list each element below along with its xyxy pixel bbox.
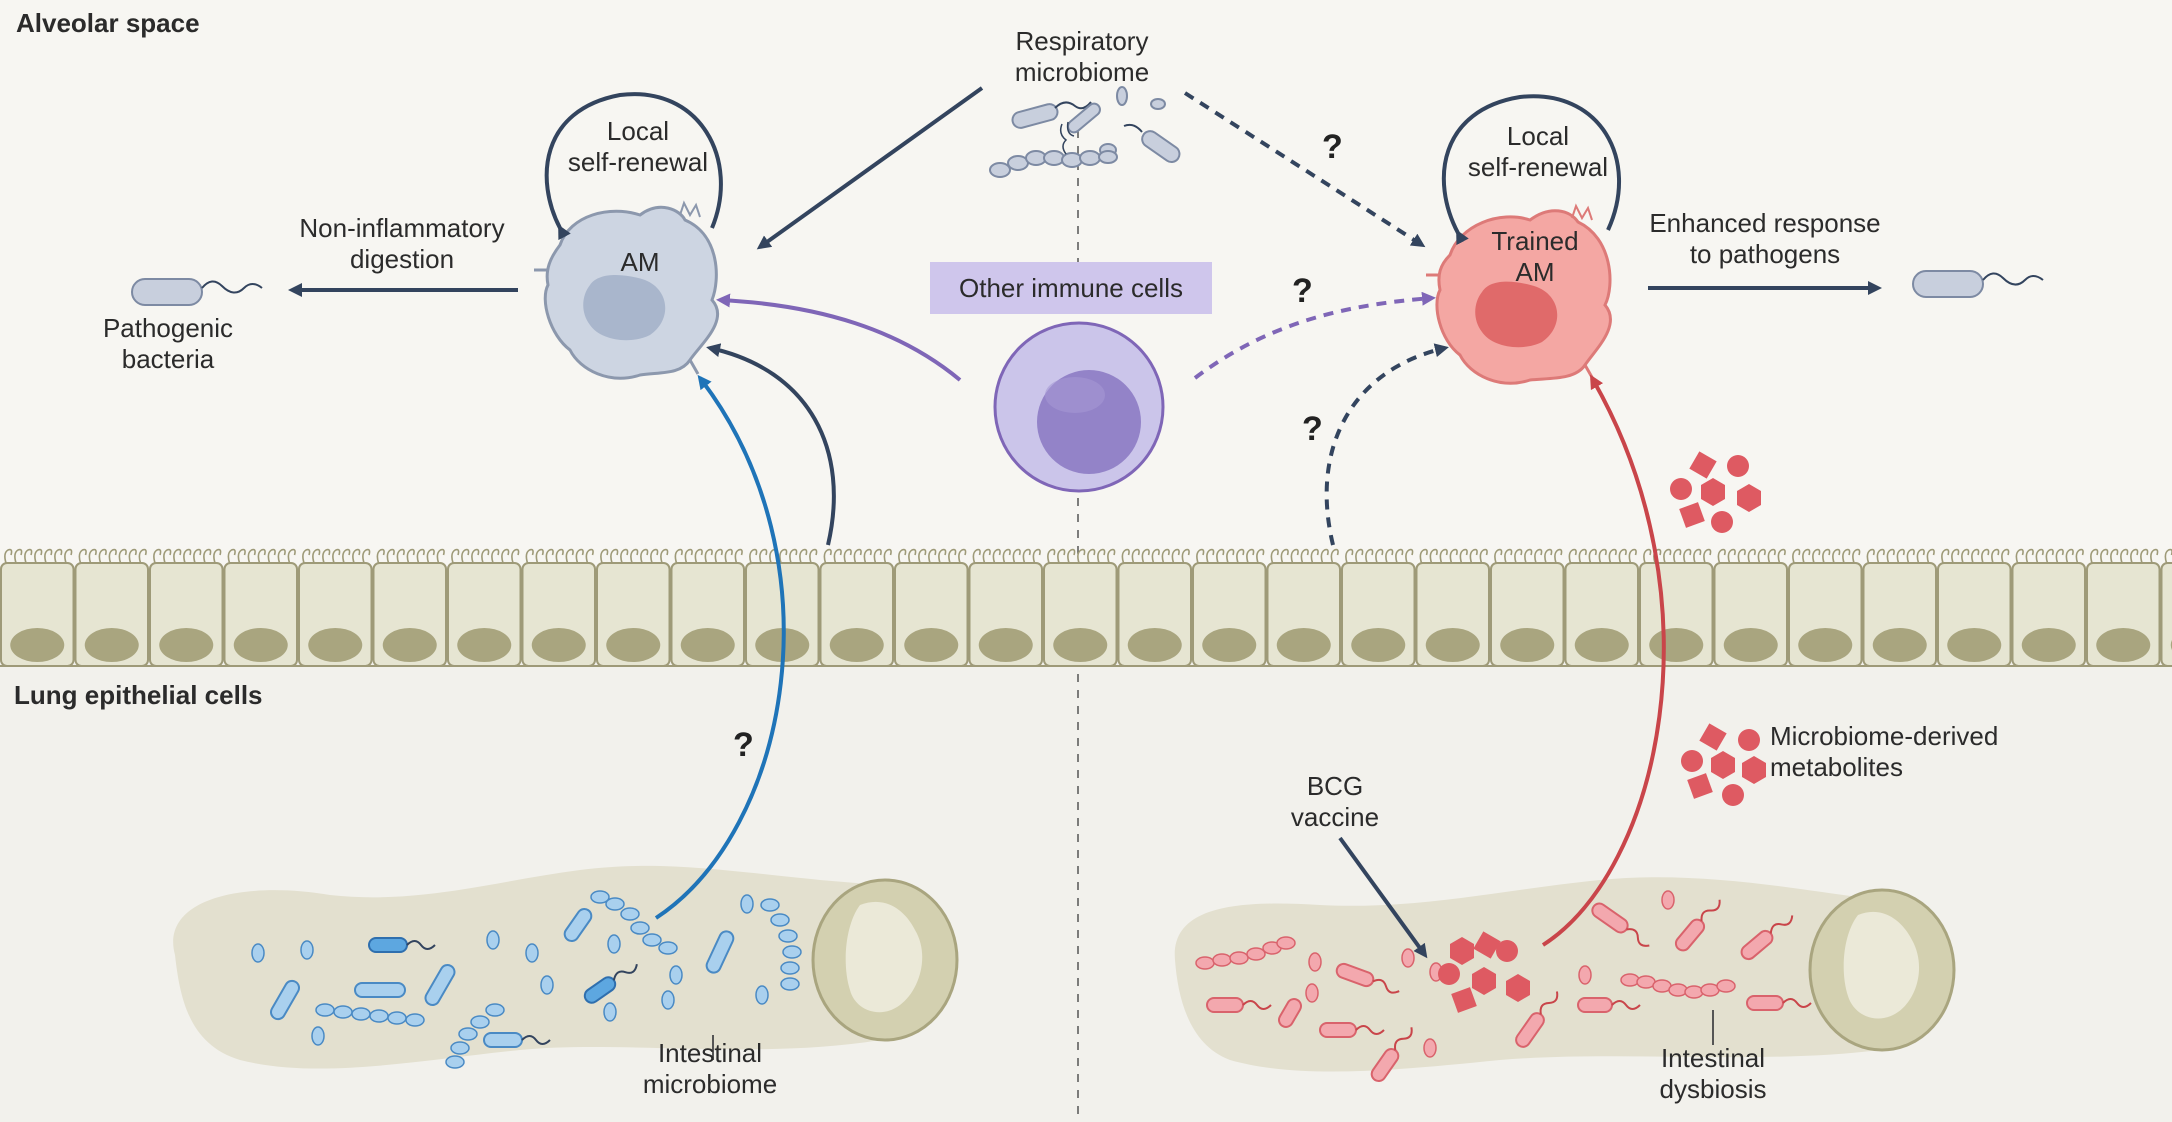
epithelium-to-trained-am-arrow	[1324, 343, 1449, 546]
respiratory-microbiome-label: Respiratory microbiome	[1014, 26, 1150, 87]
immune-to-trained-am-arrow	[1193, 291, 1436, 380]
intestinal-microbiome-bacteria	[251, 890, 802, 1069]
microbiome-derived-metabolites-label: Microbiome-derived metabolites	[1770, 721, 1999, 782]
gut-to-am-arrow	[654, 374, 786, 920]
gut-to-trained-am-arrow	[1541, 374, 1666, 947]
dysbiosis-bacteria	[1195, 890, 1812, 1083]
question-mark-respiratory: ?	[1322, 128, 1343, 166]
bcg-vaccine-arrow	[1338, 836, 1428, 959]
epithelium-to-am-arrow	[706, 343, 836, 546]
non-inflammatory-digestion-label: Non-inflammatory digestion	[299, 213, 505, 274]
local-self-renewal-right-label: Local self-renewal	[1467, 121, 1609, 182]
other-immune-cells-label: Other immune cells	[930, 262, 1212, 314]
am-label: AM	[620, 247, 660, 277]
gut-icon	[1174, 877, 1956, 1072]
respiratory-to-am-arrow	[756, 86, 984, 250]
bacteria-icon	[1912, 270, 2044, 298]
pathogenic-bacteria-label: Pathogenic bacteria	[102, 313, 234, 374]
section-lung-epithelial-cells: Lung epithelial cells	[14, 680, 263, 710]
gut-icon	[173, 865, 959, 1069]
question-mark-immune: ?	[1292, 272, 1313, 310]
immune-to-am-arrow	[716, 293, 962, 382]
respiratory-microbiome-bacteria	[989, 86, 1181, 178]
trained-am-label: Trained AM	[1491, 226, 1579, 287]
enhanced-response-label: Enhanced response to pathogens	[1649, 208, 1881, 269]
self-renewal-arrow-right	[1441, 94, 1621, 246]
intestinal-dysbiosis-label: Intestinal dysbiosis	[1659, 1043, 1767, 1104]
bcg-vaccine-label: BCG vaccine	[1290, 771, 1380, 832]
metabolite-icon	[1681, 723, 1766, 806]
intestinal-microbiome-label: Intestinal microbiome	[642, 1038, 778, 1099]
am-cell-icon	[534, 200, 720, 380]
self-renewal-arrow-left	[544, 92, 723, 241]
metabolite-icon	[1438, 931, 1530, 1013]
question-mark-epithelium: ?	[1302, 410, 1323, 448]
metabolite-icon	[1670, 451, 1761, 533]
epithelium-icon	[0, 548, 2172, 667]
immune-cell-icon	[993, 321, 1165, 493]
trained-am-cell-icon	[1426, 203, 1612, 385]
bacteria-icon	[131, 278, 263, 306]
local-self-renewal-left-label: Local self-renewal	[567, 116, 709, 177]
question-mark-gut: ?	[733, 726, 754, 764]
section-alveolar-space: Alveolar space	[16, 8, 200, 38]
respiratory-to-trained-am-arrow	[1183, 91, 1426, 248]
